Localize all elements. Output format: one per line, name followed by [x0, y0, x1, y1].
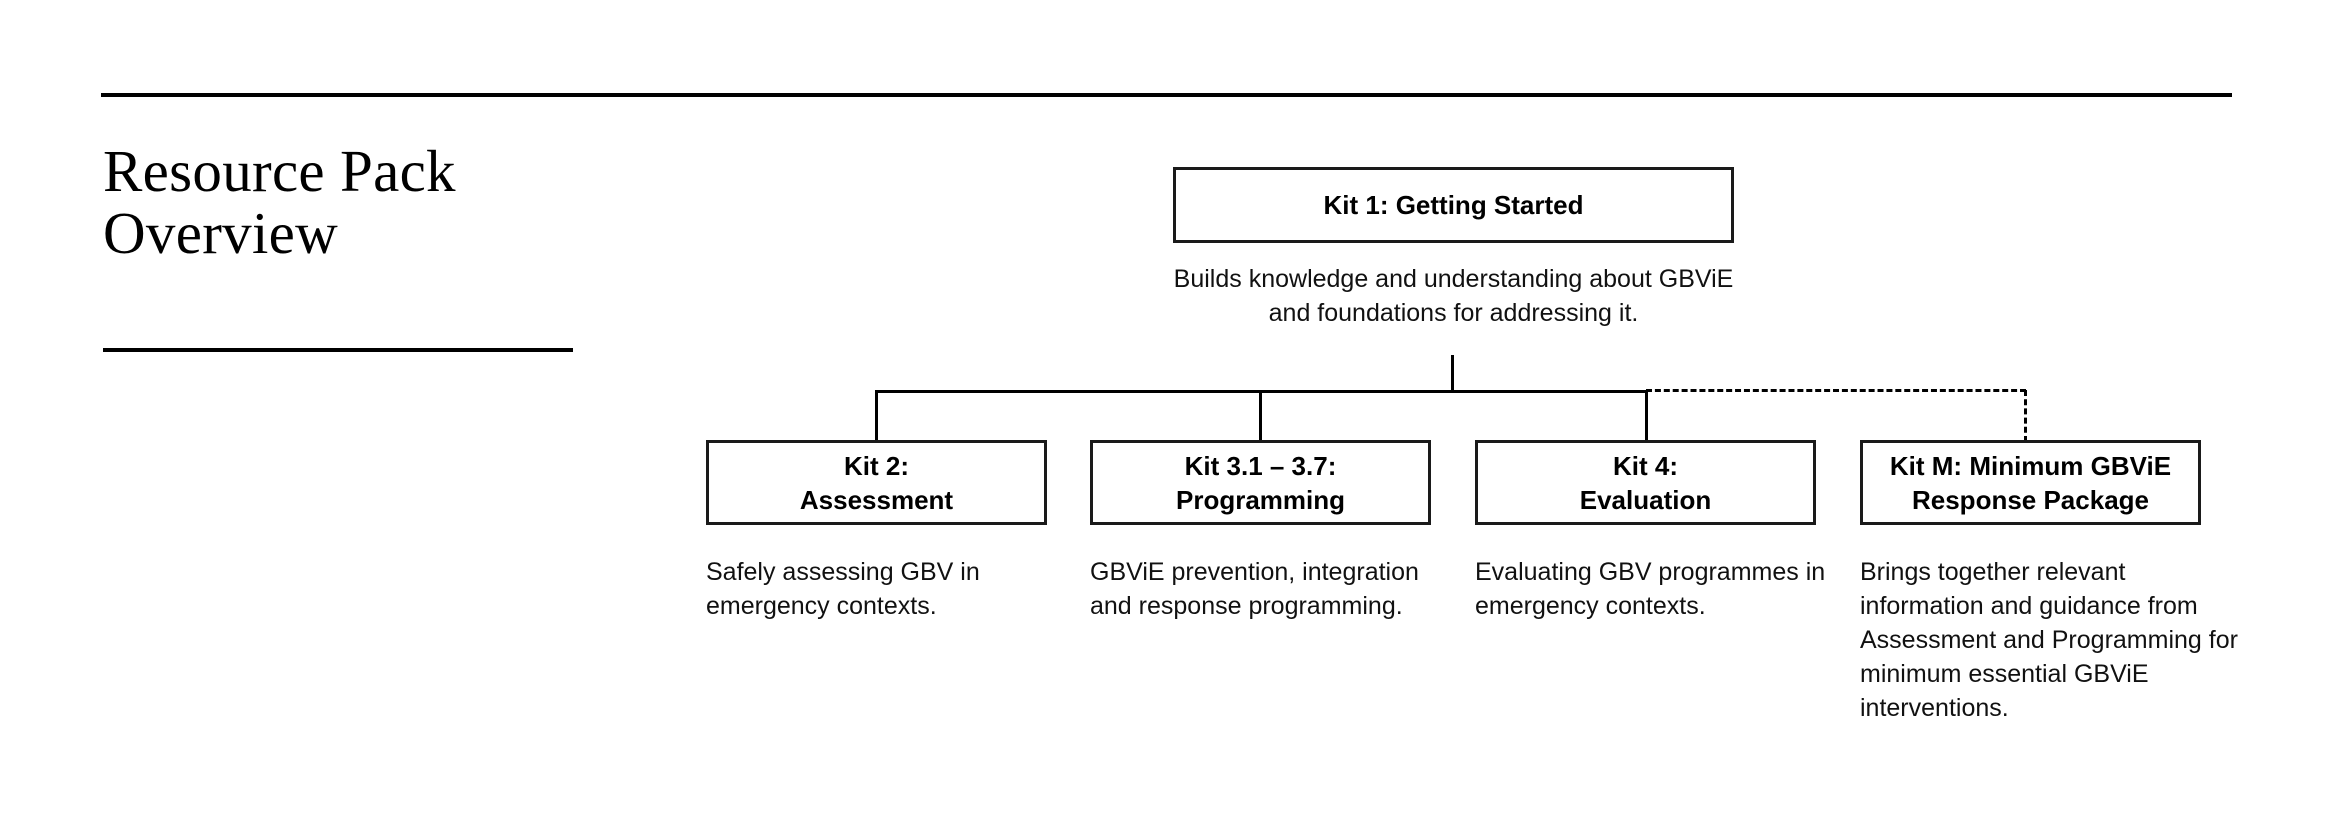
page-title-line-1: Resource Pack [103, 138, 456, 204]
connector-drop-kit-2 [875, 390, 878, 442]
connector-horizontal-bar-dashed [1646, 389, 2026, 392]
title-underline-rule [103, 348, 573, 352]
page-title: Resource Pack Overview [103, 140, 663, 264]
connector-drop-kit-4 [1645, 390, 1648, 442]
node-title-kit-3-line-2: Programming [1175, 484, 1346, 515]
node-description-kit-m: Brings together relevant information and… [1860, 558, 2238, 722]
node-description-kit-4: Evaluating GBV programmes in emergency c… [1475, 558, 1826, 620]
connector-stem-kit-1 [1451, 355, 1454, 393]
connector-drop-kit-3 [1259, 390, 1262, 442]
node-title-kit-4-line-1: Kit 4: [1612, 450, 1678, 481]
node-title-kit-m-line-2: Response Package [1911, 484, 2149, 515]
node-title-kit-4-line-2: Evaluation [1579, 484, 1712, 515]
node-box-kit-2[interactable]: Kit 2: Assessment [706, 440, 1047, 525]
node-title-kit-2-line-2: Assessment [799, 484, 954, 515]
header-rule [101, 93, 2232, 97]
node-description-kit-1-line-1: Builds knowledge and understanding about… [1173, 265, 1734, 293]
page-title-line-2: Overview [103, 200, 339, 266]
node-description-kit-1: Builds knowledge and understanding about… [1133, 262, 1774, 330]
node-title-kit-m-line-1: Kit M: Minimum GBViE [1889, 450, 2172, 481]
node-box-kit-4[interactable]: Kit 4: Evaluation [1475, 440, 1816, 525]
node-description-kit-2: Safely assessing GBV in emergency contex… [706, 558, 980, 620]
node-title-kit-3-line-1: Kit 3.1 – 3.7: [1184, 450, 1337, 481]
connector-drop-kit-m-dashed [2024, 390, 2027, 442]
node-box-kit-m[interactable]: Kit M: Minimum GBViE Response Package [1860, 440, 2201, 525]
node-box-kit-1[interactable]: Kit 1: Getting Started [1173, 167, 1734, 243]
node-box-kit-3[interactable]: Kit 3.1 – 3.7: Programming [1090, 440, 1431, 525]
node-description-kit-3: GBViE prevention, integration and respon… [1090, 558, 1419, 620]
node-description-kit-1-line-2: and foundations for addressing it. [1268, 299, 1639, 327]
node-title-kit-1: Kit 1: Getting Started [1323, 190, 1584, 220]
node-title-kit-2-line-1: Kit 2: [843, 450, 909, 481]
